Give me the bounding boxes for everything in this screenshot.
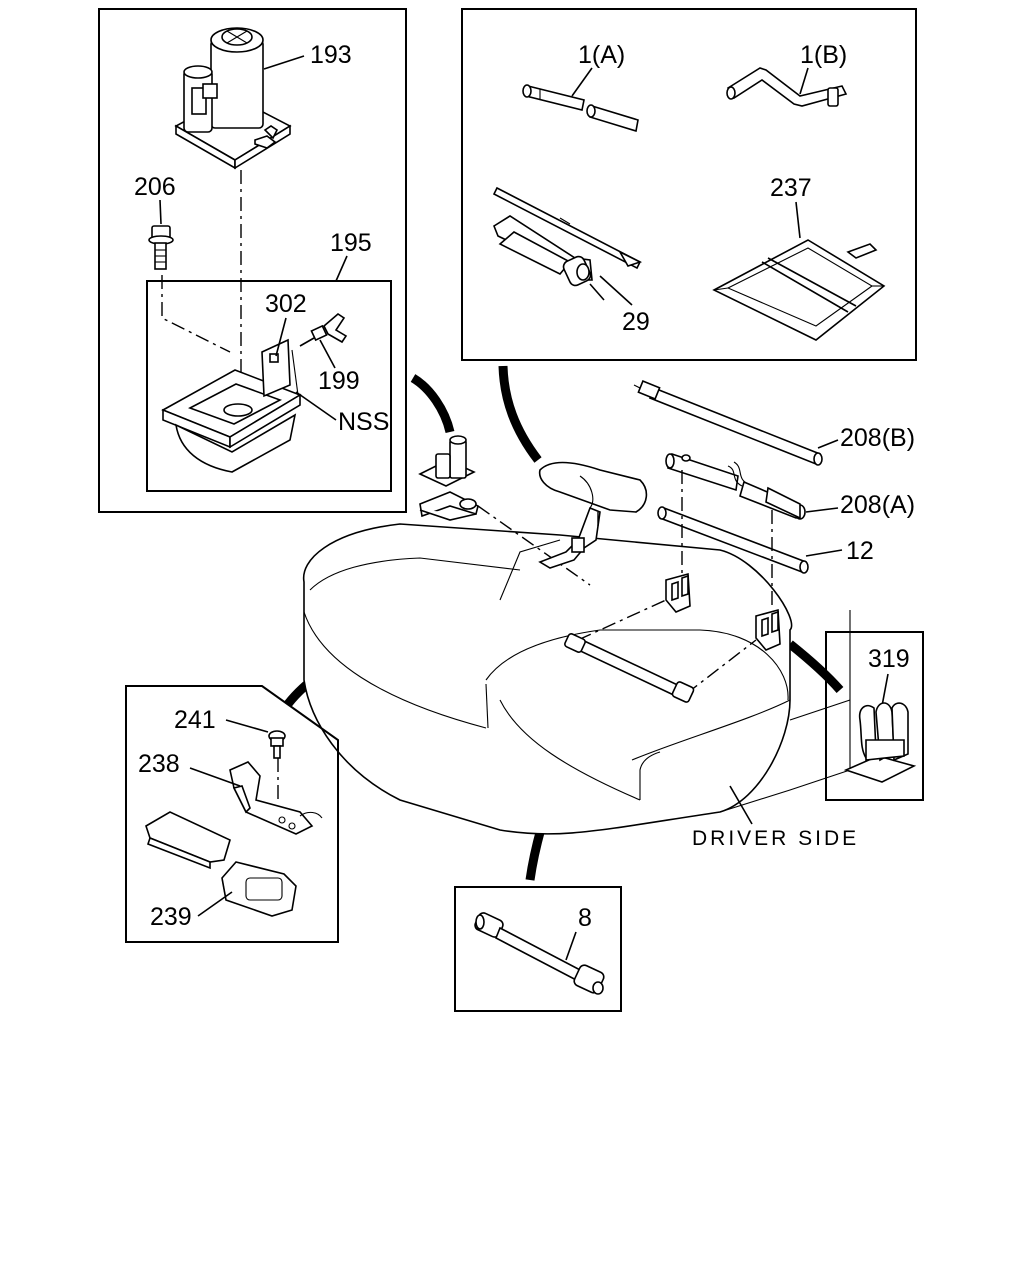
clip-icon [843, 702, 917, 783]
socket-bar-icon [657, 506, 809, 574]
jack-panel-frame [98, 8, 407, 513]
label-driver-side: DRIVER SIDE [692, 827, 859, 850]
rear-seat-icon [302, 523, 851, 835]
socket-wrench-icon [474, 912, 605, 995]
extension-bar-icon [633, 380, 823, 466]
label-302: 302 [265, 290, 307, 318]
label-12: 12 [846, 537, 874, 565]
label-208a: 208(A) [840, 491, 915, 519]
label-29: 29 [622, 308, 650, 336]
label-206: 206 [134, 173, 176, 201]
label-238: 238 [138, 750, 180, 778]
wheel-nut-wrench-icon [492, 186, 643, 287]
label-8: 8 [578, 904, 592, 932]
label-208b: 208(B) [840, 424, 915, 452]
clip-panel: 319 [825, 631, 924, 801]
tray-sub-panel [146, 280, 392, 492]
wrench-panel-frame [454, 886, 622, 1012]
strap-panel: 241 238 239 [125, 685, 339, 943]
label-319: 319 [868, 645, 910, 673]
jack-on-seat-icon [418, 435, 479, 521]
label-239: 239 [150, 903, 192, 931]
tools-panel-frame [461, 8, 917, 361]
label-195: 195 [330, 229, 372, 257]
label-1b: 1(B) [800, 41, 847, 69]
bottle-jack-icon [174, 27, 292, 170]
label-237: 237 [770, 174, 812, 202]
wrench-panel: 8 [454, 886, 622, 1012]
label-1a: 1(A) [578, 41, 625, 69]
bracket-icon [665, 572, 781, 651]
label-193: 193 [310, 41, 352, 69]
socket-wrench-on-seat-icon [564, 633, 695, 703]
screw-icon [268, 730, 286, 759]
jack-handle-bent-icon [726, 67, 848, 107]
strap-icon [145, 811, 297, 917]
jack-tray-icon [161, 338, 302, 473]
jack-assembly-panel: 193 206 195 [98, 8, 407, 513]
strap-panel-frame [125, 685, 339, 943]
label-199: 199 [318, 367, 360, 395]
bracket-plate-icon [229, 761, 323, 835]
jack-handle-icon [522, 84, 639, 133]
label-241: 241 [174, 706, 216, 734]
label-nss: NSS [338, 408, 389, 436]
jack-handle-assembly-icon [665, 452, 806, 520]
flange-bolt-icon [148, 225, 174, 270]
tools-panel: 1(A) 1(B) 29 [461, 8, 917, 361]
clip-panel-frame [825, 631, 924, 801]
tool-bag-icon [712, 239, 886, 341]
tool-bag-on-seat-icon [538, 461, 648, 569]
wing-bolt-icon [299, 312, 348, 347]
